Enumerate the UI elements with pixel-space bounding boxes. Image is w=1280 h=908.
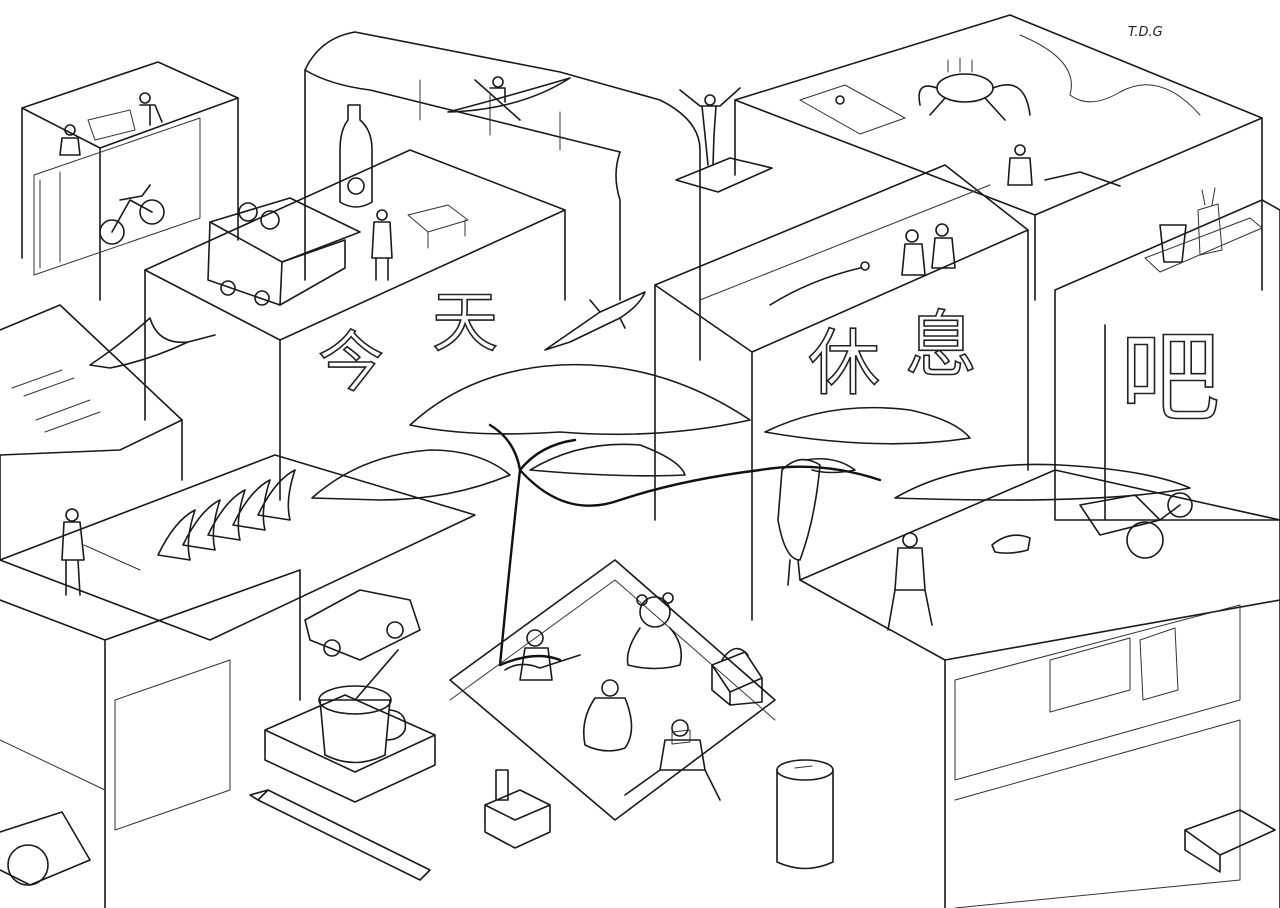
sign-char-3: 休: [808, 321, 880, 405]
kitchen-appliances: [1049, 627, 1179, 713]
building-top-center-tube: [304, 31, 701, 361]
soda-bottle: [339, 104, 373, 208]
coffee-cup-stack: [264, 649, 436, 803]
sign-characters-left: 今 天: [317, 283, 499, 402]
seated-elder: [887, 532, 933, 631]
sign-characters-center: 休 息: [807, 302, 978, 406]
sign-characters-right: 吧: [1119, 318, 1221, 437]
sign-char-5: 吧: [1120, 319, 1220, 436]
teddy-bear: [626, 592, 683, 670]
fisher-person: [61, 508, 141, 596]
central-tree: [311, 363, 1191, 667]
camera-bottom-left: [0, 811, 91, 886]
manta-ray: [89, 317, 216, 369]
hanging-fish: [11, 369, 101, 433]
photographer: [624, 719, 721, 801]
dog: [991, 534, 1031, 554]
swimmer-rooftop: [769, 261, 870, 306]
building-lower-left: [0, 454, 476, 908]
sitting-person-back: [582, 679, 633, 752]
sign-char-2: 天: [432, 284, 498, 361]
guitar-player: [504, 629, 581, 681]
seated-pair: [901, 223, 956, 276]
motorcycle: [99, 184, 165, 245]
crab-sculpture: [918, 57, 1031, 121]
toucan: [777, 457, 856, 586]
building-top-right: [734, 14, 1263, 301]
building-center-right: [654, 164, 1029, 621]
artist-signature: T.D.G: [1128, 25, 1163, 40]
soda-can: [776, 759, 834, 870]
chef-with-desk: [371, 204, 469, 281]
building-top-left: [21, 61, 239, 301]
rooftop-scene-top-left: [59, 92, 163, 156]
building-lower-right: [799, 469, 1280, 908]
building-left-ledge: [0, 304, 183, 561]
swordfish: [544, 291, 646, 351]
geese-row: [157, 469, 296, 561]
sofa-bottom-right: [1184, 809, 1276, 873]
cargo-bike: [1079, 492, 1193, 559]
mini-car: [304, 589, 421, 661]
sign-char-4: 息: [905, 303, 977, 387]
boxes-and-bottle: [484, 769, 551, 849]
pencil: [249, 789, 431, 881]
stationery-cup: [1144, 187, 1263, 273]
picnic-rooftop: [449, 559, 776, 821]
kayaker: [447, 76, 571, 121]
sunbathers: [799, 84, 1121, 187]
building-center-left: [144, 149, 566, 501]
sign-char-1: 今: [318, 324, 384, 401]
diving-board-figure: [675, 87, 773, 193]
building-far-right: [1054, 199, 1280, 521]
food-truck: [207, 197, 361, 306]
picnic-basket: [711, 647, 763, 706]
